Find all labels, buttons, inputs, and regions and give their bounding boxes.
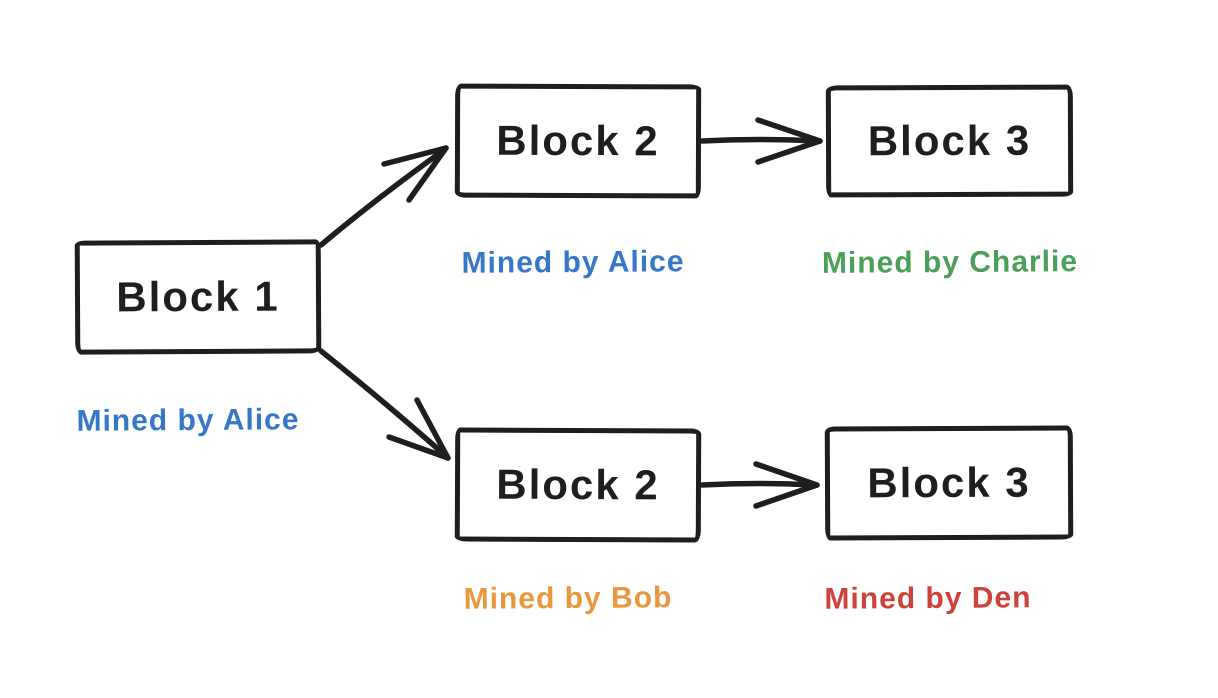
block-3-bottom-node: Block 3 (824, 425, 1074, 541)
block-2-bottom-node: Block 2 (454, 427, 702, 543)
block-2-bottom-miner-label: Mined by Bob (463, 581, 673, 616)
block-2-top-label: Block 2 (496, 116, 660, 165)
block-3-top-miner-label: Mined by Charlie (821, 245, 1079, 280)
arrow-block1-to-block2-top (318, 145, 449, 248)
block-1-label: Block 1 (116, 272, 280, 321)
block-2-top-node: Block 2 (454, 83, 702, 199)
block-1-miner-label: Mined by Alice (76, 403, 300, 438)
arrow-block2-to-block3-bottom (699, 461, 820, 509)
block-3-bottom-label: Block 3 (867, 458, 1031, 507)
block-2-top-miner-label: Mined by Alice (461, 245, 685, 280)
block-1-node: Block 1 (74, 239, 322, 355)
block-3-top-label: Block 3 (867, 116, 1032, 165)
arrow-block2-to-block3-top (699, 117, 823, 165)
block-3-top-node: Block 3 (825, 84, 1074, 198)
block-3-bottom-miner-label: Mined by Den (824, 581, 1032, 616)
block-2-bottom-label: Block 2 (496, 460, 660, 509)
